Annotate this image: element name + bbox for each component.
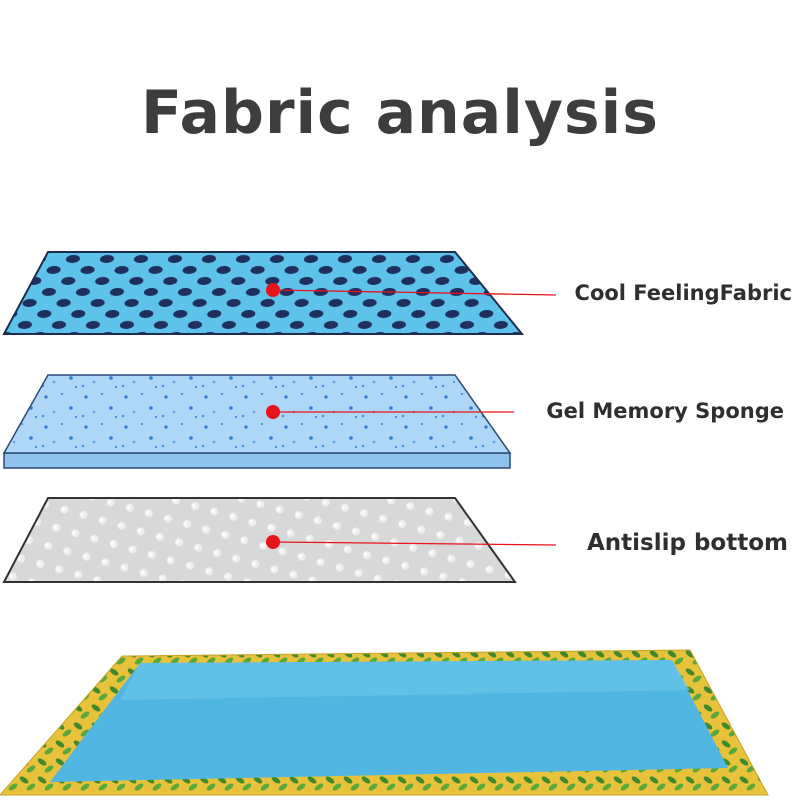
assembled-mat-icon (0, 649, 769, 796)
layer-label-antislip: Antislip bottom (586, 530, 788, 556)
antislip-layer-icon (2, 497, 517, 583)
page-title: Fabric analysis (141, 78, 659, 148)
callout-line-1 (266, 283, 557, 297)
layer-label-cool-fabric: Cool FeelingFabric (574, 281, 792, 305)
callout-line-3 (266, 535, 557, 549)
cool-fabric-layer-icon (2, 251, 525, 335)
callout-line-2 (266, 405, 514, 419)
layer-label-gel-sponge: Gel Memory Sponge (546, 399, 784, 423)
gel-sponge-layer-icon (2, 374, 512, 469)
